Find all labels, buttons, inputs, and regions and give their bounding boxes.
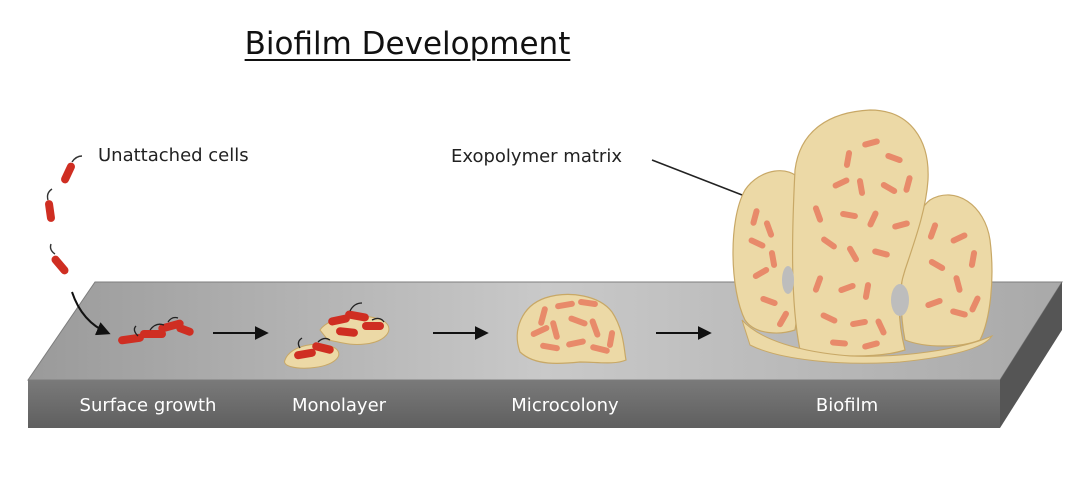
unattached-cell-3 bbox=[50, 244, 70, 276]
stage-label-surface-growth: Surface growth bbox=[80, 395, 217, 416]
unattached-cell-2 bbox=[45, 189, 56, 222]
annotation-exopolymer-matrix: Exopolymer matrix bbox=[451, 146, 622, 167]
stage-label-biofilm: Biofilm bbox=[816, 395, 878, 416]
annotation-unattached-cells: Unattached cells bbox=[98, 145, 249, 166]
matrix-pointer-line bbox=[652, 160, 755, 200]
stage-label-microcolony: Microcolony bbox=[511, 395, 619, 416]
stage-label-monolayer: Monolayer bbox=[292, 395, 387, 416]
biofilm-structure bbox=[733, 110, 992, 363]
unattached-cell-1 bbox=[60, 156, 82, 185]
